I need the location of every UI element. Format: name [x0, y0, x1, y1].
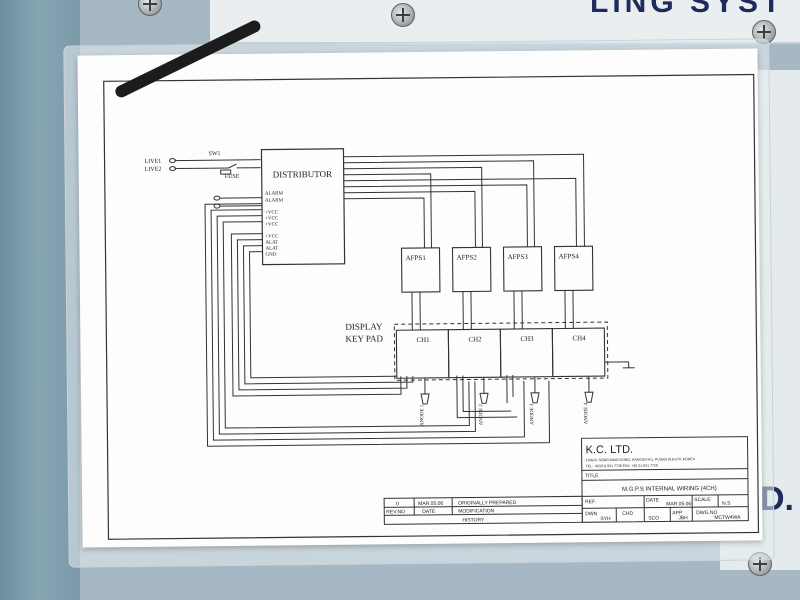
ch3-label: CH3: [520, 335, 534, 343]
history-modification: ORIGINALLY PREPARED: [458, 500, 517, 507]
wiring-diagram-sheet: LIVE1 LIVE2 SW1 FUSE DISTRIBUTOR ALARM A…: [77, 48, 763, 548]
ch1-label: CH1: [416, 336, 430, 344]
display-keypad-frame: [393, 321, 609, 381]
pin-label: ALAT: [265, 240, 278, 245]
anode3-label: ANODE 3: [530, 403, 535, 425]
pin-label: ALARM: [265, 198, 284, 203]
screw-icon: [391, 3, 415, 27]
display-label: DISPLAY: [345, 321, 383, 331]
distributor-box: [260, 148, 346, 266]
company-name: K.C. LTD.: [586, 444, 634, 456]
pin-label: +VCC: [265, 234, 279, 239]
history-footer: HISTORY: [462, 517, 485, 523]
afps2-label: AFPS2: [457, 253, 478, 261]
afps1-label: AFPS1: [406, 254, 427, 262]
wiring-diagram: LIVE1 LIVE2 SW1 FUSE DISTRIBUTOR ALARM A…: [103, 73, 760, 540]
pin-label: ALAT: [265, 246, 278, 251]
history-rev: 0: [396, 501, 399, 507]
history-block: [383, 495, 583, 525]
app-label: APP: [672, 510, 683, 516]
pin-label: +VCC: [265, 216, 279, 221]
power-wiring: [343, 153, 585, 248]
chd-value: SCO: [648, 516, 659, 522]
distributor-title: DISTRIBUTOR: [273, 169, 332, 180]
afps3-label: AFPS3: [508, 253, 529, 261]
date-value: MAR.05.06: [666, 501, 691, 507]
nameplate-top: LING SYST: [210, 0, 800, 44]
pin-label: +VCC: [265, 222, 279, 227]
nameplate-text: LING SYST: [590, 0, 785, 19]
screw-icon: [138, 0, 162, 16]
channel-boxes: CH1 CH2 CH3 CH4: [395, 327, 606, 379]
fuse-label: FUSE: [225, 174, 240, 180]
pin-label: +VCC: [265, 210, 279, 215]
afps-modules: AFPS1 AFPS2 AFPS3 AFPS4: [400, 245, 594, 293]
input-live2: LIVE2: [145, 167, 162, 173]
app-value: JBH: [678, 515, 688, 521]
ch2-label: CH2: [468, 335, 482, 343]
dwg-label: DWG.NO: [696, 510, 717, 516]
company-address: 1509-8, SONGJUNG-DONG, KANGSO-KU, PUSAN …: [586, 457, 696, 462]
anode1-label: ANODE 1: [420, 404, 425, 426]
input-live1: LIVE1: [145, 159, 162, 165]
history-header-date: DATE: [422, 509, 436, 515]
dwg-value: MCTW4WA: [714, 515, 741, 521]
dwn-value: SYH: [600, 516, 611, 522]
title-label: TITLE: [585, 473, 599, 479]
keypad-label: KEY PAD: [345, 333, 383, 343]
history-header-mod: MODIFICATION: [458, 508, 494, 514]
anode2-label: ANODE 2: [479, 404, 484, 426]
signal-wiring: [204, 203, 635, 447]
history-header-rev: REV.NO: [386, 509, 405, 515]
title-block: [580, 436, 749, 523]
scale-value: N.S: [722, 501, 731, 507]
chd-label: CHD: [622, 511, 633, 517]
ch4-label: CH4: [572, 334, 586, 342]
drawing-title: M.G.P.S INTERNAL WIRING (4CH): [622, 486, 717, 493]
ref-label: REF.: [585, 499, 596, 505]
date-label: DATE: [646, 498, 660, 504]
scale-label: SCALE: [694, 497, 711, 503]
anode-symbols: [420, 376, 594, 405]
anode4-label: ANODE 4: [584, 402, 589, 424]
company-contact: TEL: +82(51) 831 7730 FAX: +82 51 831 77…: [586, 464, 658, 469]
input-section: [169, 158, 263, 209]
distributor-pins: ALARM ALARM +VCC +VCC +VCC +VCC ALAT ALA…: [265, 191, 284, 257]
switch-label: SW1: [208, 151, 220, 157]
history-date: MAR.05.06: [418, 501, 443, 507]
sheet-border: [103, 73, 760, 540]
pin-label: ALARM: [265, 191, 284, 196]
dwn-label: DWN: [585, 511, 597, 517]
afps4-label: AFPS4: [559, 252, 580, 260]
pin-label: GND: [266, 252, 277, 257]
